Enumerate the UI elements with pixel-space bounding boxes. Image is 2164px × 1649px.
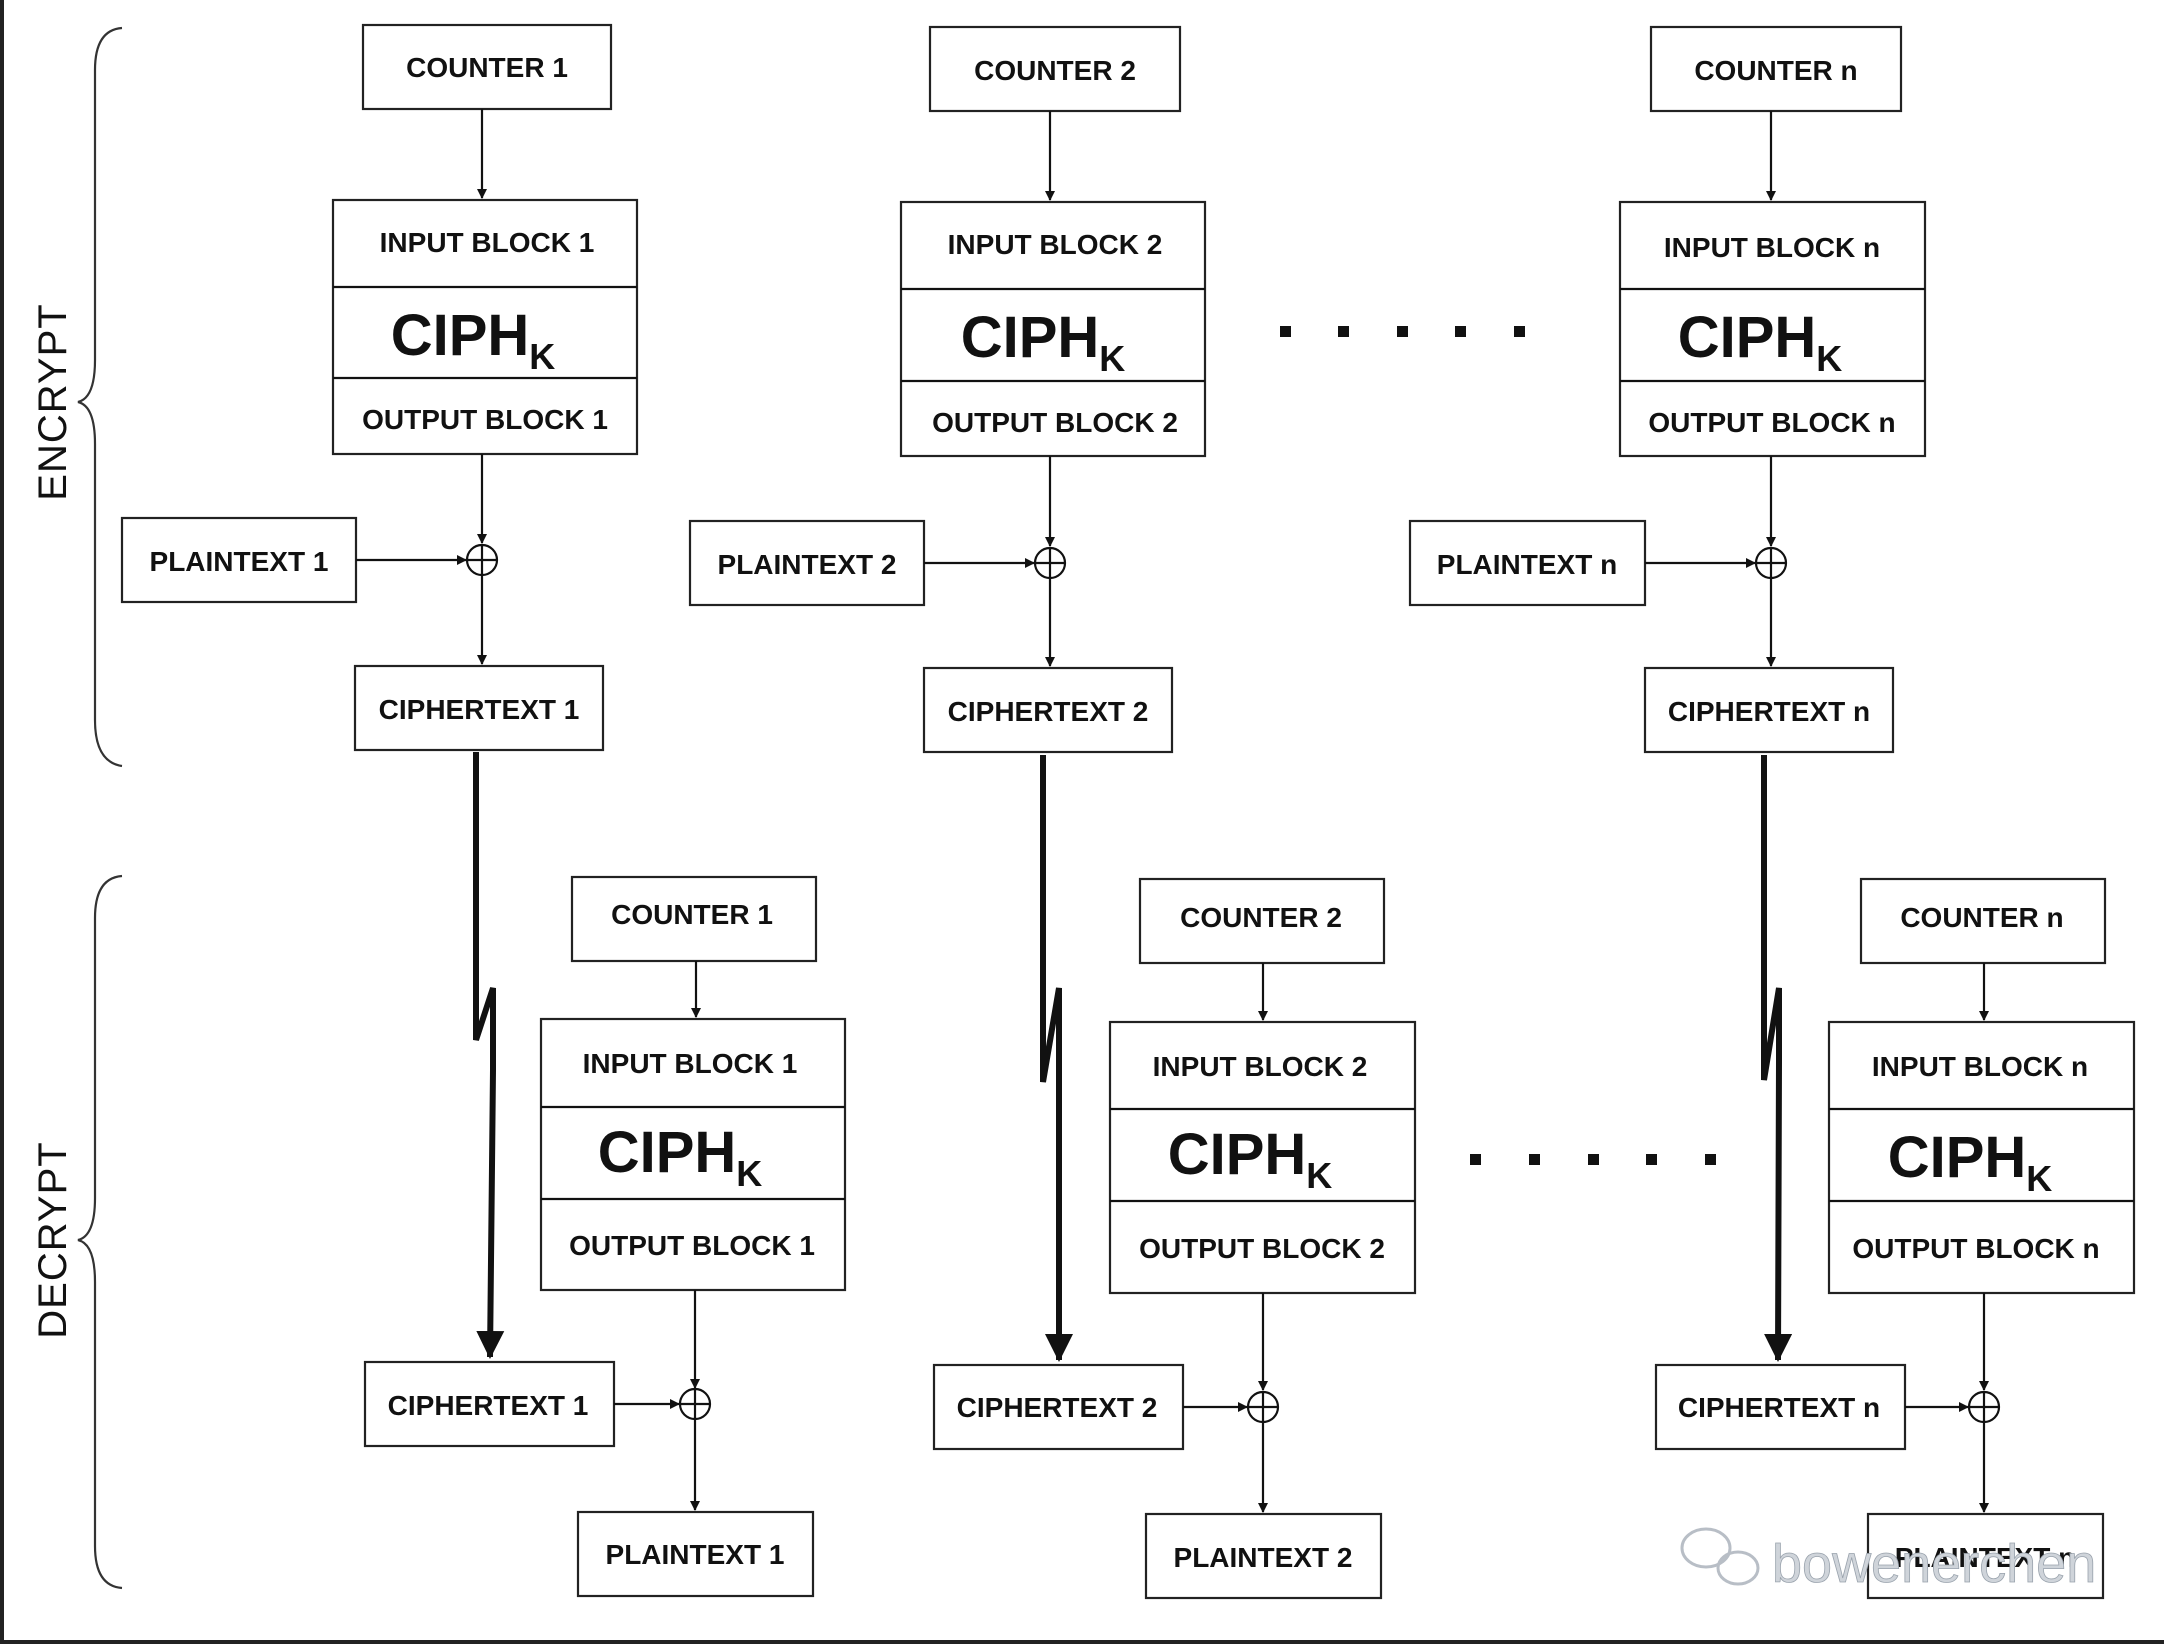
decrypt-counter-box-n [1859,877,2107,965]
encrypt-ciphertext-box-1 [353,664,605,752]
decrypt-plaintext-box-2 [1144,1512,1383,1600]
encrypt-input-block-label-1: INPUT BLOCK 1 [380,227,595,258]
decrypt-ciphertext-label-2: CIPHERTEXT 2 [957,1392,1158,1423]
decrypt-counter-label-2: COUNTER 2 [1180,902,1342,933]
encrypt-brace [77,26,123,768]
decrypt-plaintext-label-1: PLAINTEXT 1 [606,1539,785,1570]
decrypt-input-block-label-n: INPUT BLOCK n [1872,1051,2088,1082]
encrypt-counter-box-n [1649,25,1903,113]
decrypt-counter-box-2 [1138,877,1386,965]
encrypt-section-label: ENCRYPT [31,303,75,500]
encrypt-input-block-label-n: INPUT BLOCK n [1664,232,1880,263]
transmission-lines [473,752,1793,1362]
decrypt-ciphertext-box-1 [363,1360,616,1448]
encrypt-ellipsis [1280,326,1525,337]
decrypt-ciphertext-label-n: CIPHERTEXT n [1678,1392,1880,1423]
encrypt-ciph-label-n: CIPHK [1678,305,1843,379]
decrypt-output-block-label-2: OUTPUT BLOCK 2 [1139,1233,1385,1264]
encrypt-cipher-block-1 [331,198,639,456]
encrypt-plaintext-label-1: PLAINTEXT 1 [150,546,329,577]
encrypt-output-block-label-2: OUTPUT BLOCK 2 [932,407,1178,438]
encrypt-ciph-label-2: CIPHK [961,305,1126,379]
encrypt-ciphertext-box-2 [922,666,1174,754]
encrypt-plaintext-label-n: PLAINTEXT n [1437,549,1617,580]
encrypt-ciphertext-label-n: CIPHERTEXT n [1668,696,1870,727]
wechat-logo-icon [1680,1527,1760,1586]
encrypt-counter-label-1: COUNTER 1 [406,52,568,83]
decrypt-counter-label-n: COUNTER n [1900,902,2063,933]
decrypt-column-2: COUNTER 2 INPUT BLOCK 2 CIPHK OUTPUT BLO… [932,877,1417,1600]
encrypt-plaintext-label-2: PLAINTEXT 2 [718,549,897,580]
transmission-line-n [1761,755,1793,1362]
decrypt-input-block-label-2: INPUT BLOCK 2 [1153,1051,1368,1082]
encrypt-counter-box-1 [361,23,613,111]
decrypt-plaintext-box-n [1866,1512,2105,1600]
encrypt-ciphertext-label-1: CIPHERTEXT 1 [379,694,580,725]
decrypt-ciphertext-box-2 [932,1363,1185,1451]
encrypt-ciphertext-label-2: CIPHERTEXT 2 [948,696,1149,727]
encrypt-counter-box-2 [928,25,1182,113]
decrypt-counter-label-1: COUNTER 1 [611,899,773,930]
encrypt-output-block-label-n: OUTPUT BLOCK n [1648,407,1895,438]
encrypt-cipher-block-2 [899,200,1207,458]
encrypt-plaintext-box-2 [688,519,926,607]
decrypt-ciphertext-label-1: CIPHERTEXT 1 [388,1390,589,1421]
encrypt-column-n: COUNTER n INPUT BLOCK n CIPHK OUTPUT BLO… [1408,25,1927,754]
encrypt-column-1: COUNTER 1 INPUT BLOCK 1 CIPHK OUTPUT BLO… [120,23,639,752]
transmission-line-2 [1040,755,1073,1362]
encrypt-ciphertext-box-n [1643,666,1895,754]
decrypt-input-block-label-1: INPUT BLOCK 1 [583,1048,798,1079]
encrypt-column-2: COUNTER 2 INPUT BLOCK 2 CIPHK OUTPUT BLO… [688,25,1207,754]
decrypt-section-label: DECRYPT [31,1141,75,1338]
decrypt-ciph-label-1: CIPHK [598,1120,763,1194]
decrypt-brace [77,874,123,1590]
decrypt-plaintext-label-n: PLAINTEXT n [1895,1542,2075,1573]
decrypt-ellipsis [1470,1154,1716,1165]
decrypt-column-n: COUNTER n INPUT BLOCK n CIPHK OUTPUT BLO… [1654,877,2136,1600]
decrypt-plaintext-box-1 [576,1510,815,1598]
encrypt-output-block-label-1: OUTPUT BLOCK 1 [362,404,608,435]
decrypt-ciph-label-2: CIPHK [1168,1122,1333,1196]
decrypt-column-1: COUNTER 1 INPUT BLOCK 1 CIPHK OUTPUT BLO… [363,875,847,1598]
transmission-line-1 [473,752,505,1359]
encrypt-input-block-label-2: INPUT BLOCK 2 [948,229,1163,260]
encrypt-ciph-label-1: CIPHK [391,303,556,377]
decrypt-output-block-label-1: OUTPUT BLOCK 1 [569,1230,815,1261]
decrypt-ciphertext-box-n [1654,1363,1907,1451]
encrypt-plaintext-box-n [1408,519,1647,607]
watermark-text: bowenerchen [1772,1534,2096,1594]
encrypt-counter-label-2: COUNTER 2 [974,55,1136,86]
decrypt-ciph-label-n: CIPHK [1888,1125,2053,1199]
encrypt-cipher-block-n [1618,200,1927,458]
decrypt-counter-box-1 [570,875,818,963]
decrypt-plaintext-label-2: PLAINTEXT 2 [1174,1542,1353,1573]
decrypt-output-block-label-n: OUTPUT BLOCK n [1852,1233,2099,1264]
encrypt-counter-label-n: COUNTER n [1694,55,1857,86]
decrypt-cipher-block-1 [539,1017,847,1292]
watermark: bowenerchen [1680,1527,2097,1594]
decrypt-cipher-block-n [1827,1020,2136,1295]
decrypt-cipher-block-2 [1108,1020,1417,1295]
